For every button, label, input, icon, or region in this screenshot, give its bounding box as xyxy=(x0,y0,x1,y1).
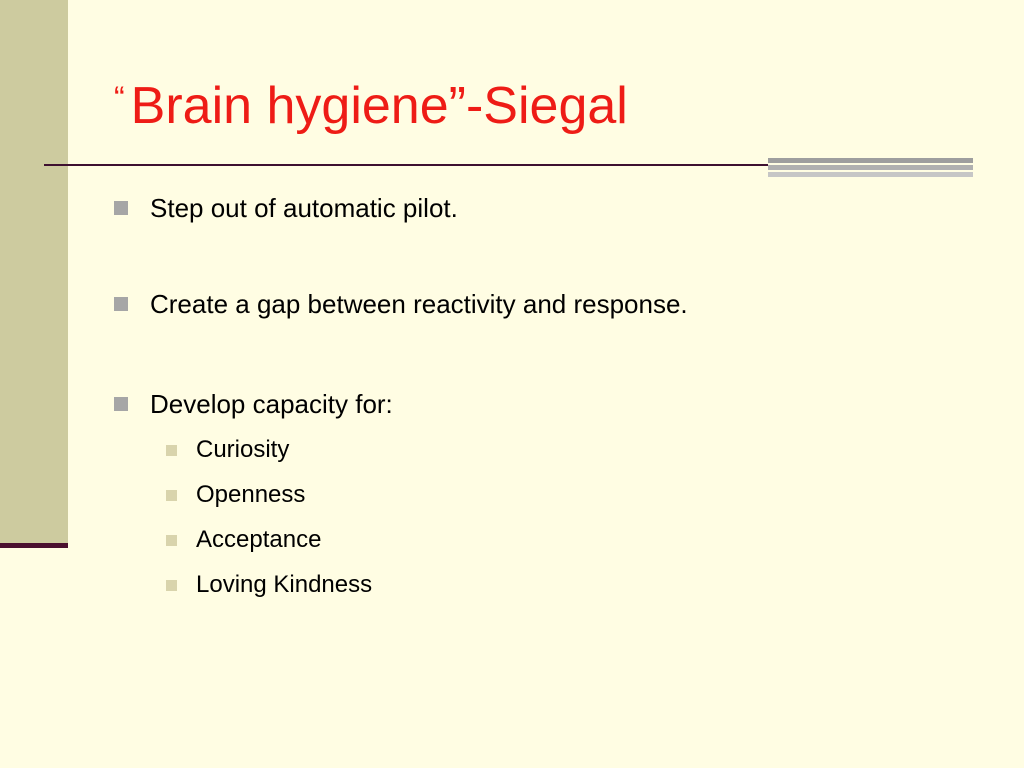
sub-bullet-item: Loving Kindness xyxy=(166,571,372,599)
slide-title: “Brain hygiene”-Siegal xyxy=(114,66,628,138)
sub-bullet-item: Openness xyxy=(166,481,305,509)
bullet-item: Develop capacity for: xyxy=(114,389,393,419)
sub-bullet-text: Openness xyxy=(196,481,306,508)
left-accent-band xyxy=(0,0,68,545)
bullet-item: Step out of automatic pilot. xyxy=(114,193,458,223)
sub-bullet-text: Acceptance xyxy=(196,526,322,553)
bullet-text: Develop capacity for: xyxy=(150,389,393,419)
bullet-item: Create a gap between reactivity and resp… xyxy=(114,289,688,319)
left-accent-rule xyxy=(0,543,68,548)
square-sub-bullet-icon xyxy=(166,579,177,591)
title-text: Brain hygiene”-Siegal xyxy=(130,77,628,135)
title-divider-line xyxy=(44,164,774,166)
title-divider-bars xyxy=(768,158,973,180)
square-bullet-icon xyxy=(114,297,128,311)
bullet-text: Step out of automatic pilot. xyxy=(150,193,458,223)
square-bullet-icon xyxy=(114,397,128,411)
sub-bullet-item: Curiosity xyxy=(166,436,289,464)
sub-bullet-text: Curiosity xyxy=(196,436,290,463)
bullet-text: Create a gap between reactivity and resp… xyxy=(150,289,688,319)
square-sub-bullet-icon xyxy=(166,444,177,456)
sub-bullet-text: Loving Kindness xyxy=(196,571,373,598)
sub-bullet-item: Acceptance xyxy=(166,526,321,554)
square-sub-bullet-icon xyxy=(166,534,177,546)
title-open-quote: “ xyxy=(114,80,125,116)
square-bullet-icon xyxy=(114,201,128,215)
square-sub-bullet-icon xyxy=(166,489,177,501)
